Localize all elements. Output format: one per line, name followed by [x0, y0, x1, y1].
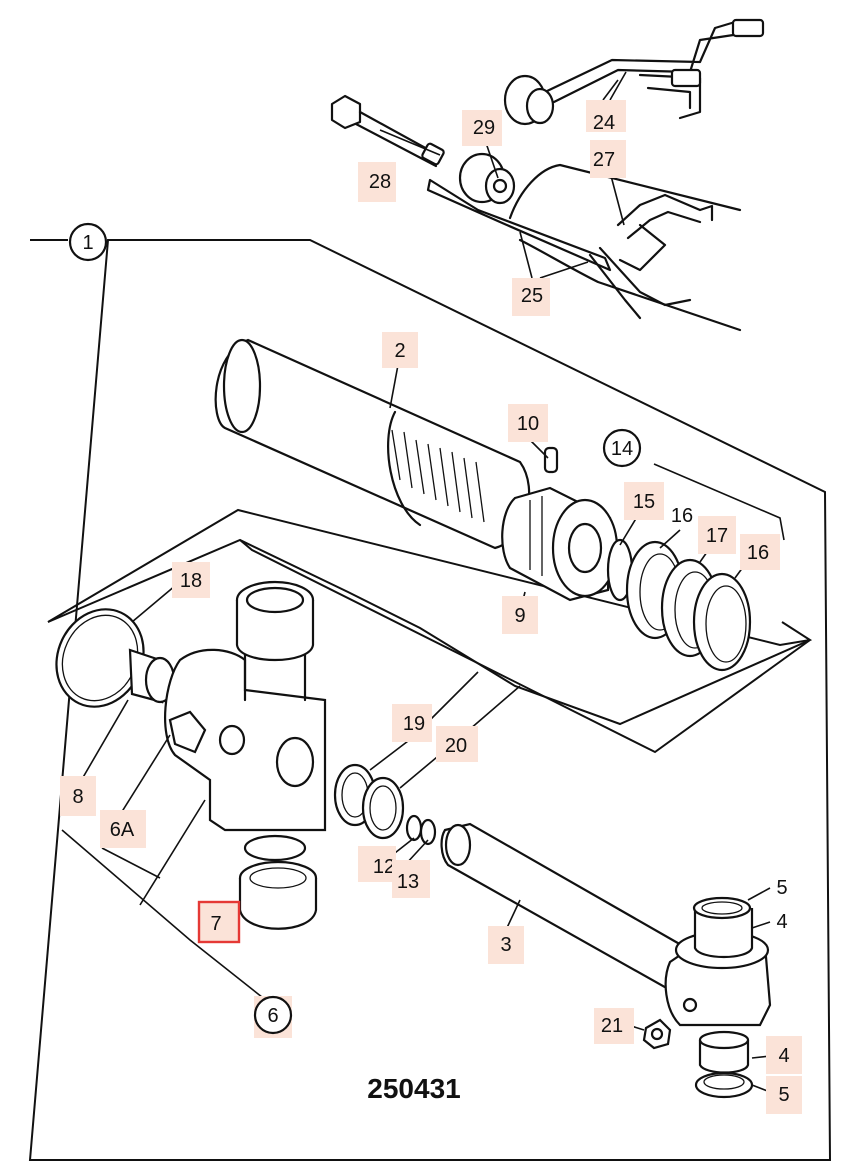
piston-rod-3 [440, 822, 692, 992]
grease-nipple-21 [642, 1018, 672, 1050]
callout-18[interactable]: 18 [172, 562, 210, 598]
callout-5-lower-text: 5 [778, 1084, 789, 1106]
callout-14[interactable]: 14 [602, 428, 642, 468]
piston-9 [501, 486, 619, 602]
callout-6a-text: 6A [110, 819, 135, 841]
callout-20-text: 20 [445, 735, 467, 757]
callout-24-text: 24 [593, 112, 615, 134]
callout-28-text: 28 [369, 171, 391, 193]
bush-29 [458, 74, 555, 205]
assembly-frame-14 [47, 508, 811, 754]
callout-13-text: 13 [397, 871, 419, 893]
callout-6[interactable]: 6 [253, 995, 293, 1038]
callout-24[interactable]: 24 [586, 100, 626, 134]
head-casting-6 [164, 580, 327, 862]
callout-25[interactable]: 25 [512, 278, 550, 316]
callout-16-right-text: 16 [747, 542, 769, 564]
pipe-assembly-24 [543, 18, 765, 120]
callout-21[interactable]: 21 [594, 1008, 634, 1044]
callout-6a[interactable]: 6A [100, 810, 146, 848]
callout-29[interactable]: 29 [462, 110, 502, 146]
callout-16-right[interactable]: 16 [740, 534, 780, 570]
callout-19[interactable]: 19 [392, 704, 432, 742]
callout-12[interactable]: 12 [358, 846, 396, 882]
circlip-12-13 [405, 814, 437, 846]
callout-21-text: 21 [601, 1015, 623, 1037]
bolt-28 [330, 94, 445, 168]
callout-10[interactable]: 10 [508, 404, 548, 442]
callout-14-text: 14 [611, 438, 633, 460]
callout-5-upper-text: 5 [776, 877, 787, 899]
callout-16-left[interactable]: 16 [671, 505, 693, 527]
callout-4-lower-text: 4 [778, 1045, 789, 1067]
callout-9[interactable]: 9 [502, 596, 538, 634]
seals-14 [606, 538, 752, 672]
callout-6-text: 6 [267, 1005, 278, 1027]
callout-27[interactable]: 27 [590, 140, 626, 178]
callout-20[interactable]: 20 [436, 726, 478, 762]
callout-9-text: 9 [514, 605, 525, 627]
callout-29-text: 29 [473, 117, 495, 139]
callout-3[interactable]: 3 [488, 926, 524, 964]
callout-1-text: 1 [82, 232, 93, 254]
callout-27-text: 27 [593, 149, 615, 171]
callout-3-text: 3 [500, 934, 511, 956]
callout-2[interactable]: 2 [382, 332, 418, 368]
callout-2-text: 2 [394, 340, 405, 362]
pin-10 [543, 446, 559, 474]
callout-1[interactable]: 1 [68, 222, 108, 262]
callout-15[interactable]: 15 [624, 482, 664, 520]
callout-5-upper[interactable]: 5 [776, 877, 787, 899]
wiper-ring-19-20 [333, 763, 405, 840]
callout-12-text: 12 [373, 856, 395, 878]
callout-16-left-text: 16 [671, 505, 693, 527]
callout-7-text: 7 [210, 913, 221, 935]
cylinder-body-upper [426, 163, 742, 332]
callout-17[interactable]: 17 [698, 516, 736, 554]
callout-18-text: 18 [180, 570, 202, 592]
callout-4-upper-text: 4 [776, 911, 787, 933]
callout-4-upper[interactable]: 4 [776, 911, 787, 933]
rod-eye [664, 896, 772, 1099]
drawing-number: 250431 [367, 1073, 460, 1104]
cylinder-barrel-2 [214, 338, 531, 550]
callout-5-lower[interactable]: 5 [766, 1076, 802, 1114]
callout-28[interactable]: 28 [358, 162, 396, 202]
assembly-frame-1 [28, 239, 832, 1161]
bush-7 [238, 860, 318, 930]
callout-19-text: 19 [403, 713, 425, 735]
callout-8[interactable]: 8 [60, 776, 96, 816]
callout-4-lower[interactable]: 4 [766, 1036, 802, 1074]
callout-15-text: 15 [633, 491, 655, 513]
callout-17-text: 17 [706, 525, 728, 547]
callout-25-text: 25 [521, 285, 543, 307]
callout-8-text: 8 [72, 786, 83, 808]
callout-10-text: 10 [517, 413, 539, 435]
callout-7-selected[interactable]: 7 [197, 900, 241, 944]
callout-13[interactable]: 13 [392, 860, 430, 898]
